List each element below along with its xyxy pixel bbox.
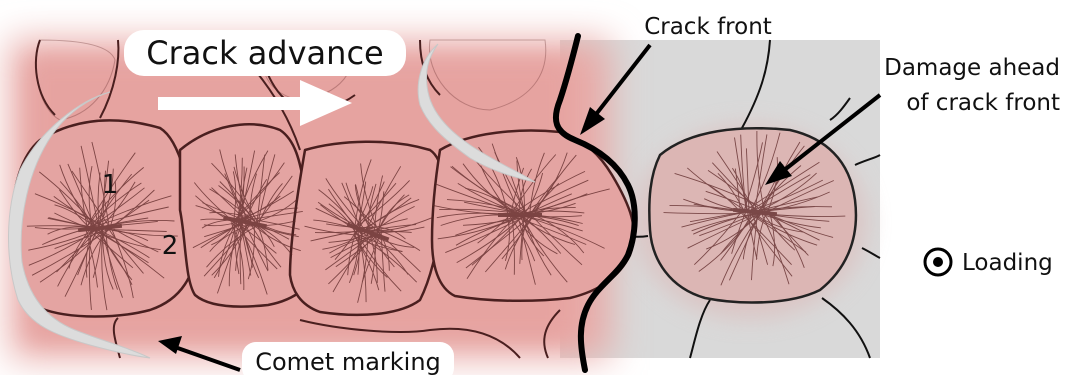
grain-number-1: 1 bbox=[102, 170, 119, 200]
crack-front-label: Crack front bbox=[644, 14, 772, 40]
grain-number-2: 2 bbox=[162, 231, 179, 261]
loading-indicator: Loading bbox=[925, 249, 1053, 276]
damage-label-line1: Damage ahead bbox=[884, 55, 1060, 81]
crack-advance-label: Crack advance bbox=[146, 34, 383, 72]
damage-label-line2: of crack front bbox=[906, 90, 1060, 116]
comet-marking-label: Comet marking bbox=[255, 348, 441, 375]
loading-label: Loading bbox=[962, 250, 1053, 276]
